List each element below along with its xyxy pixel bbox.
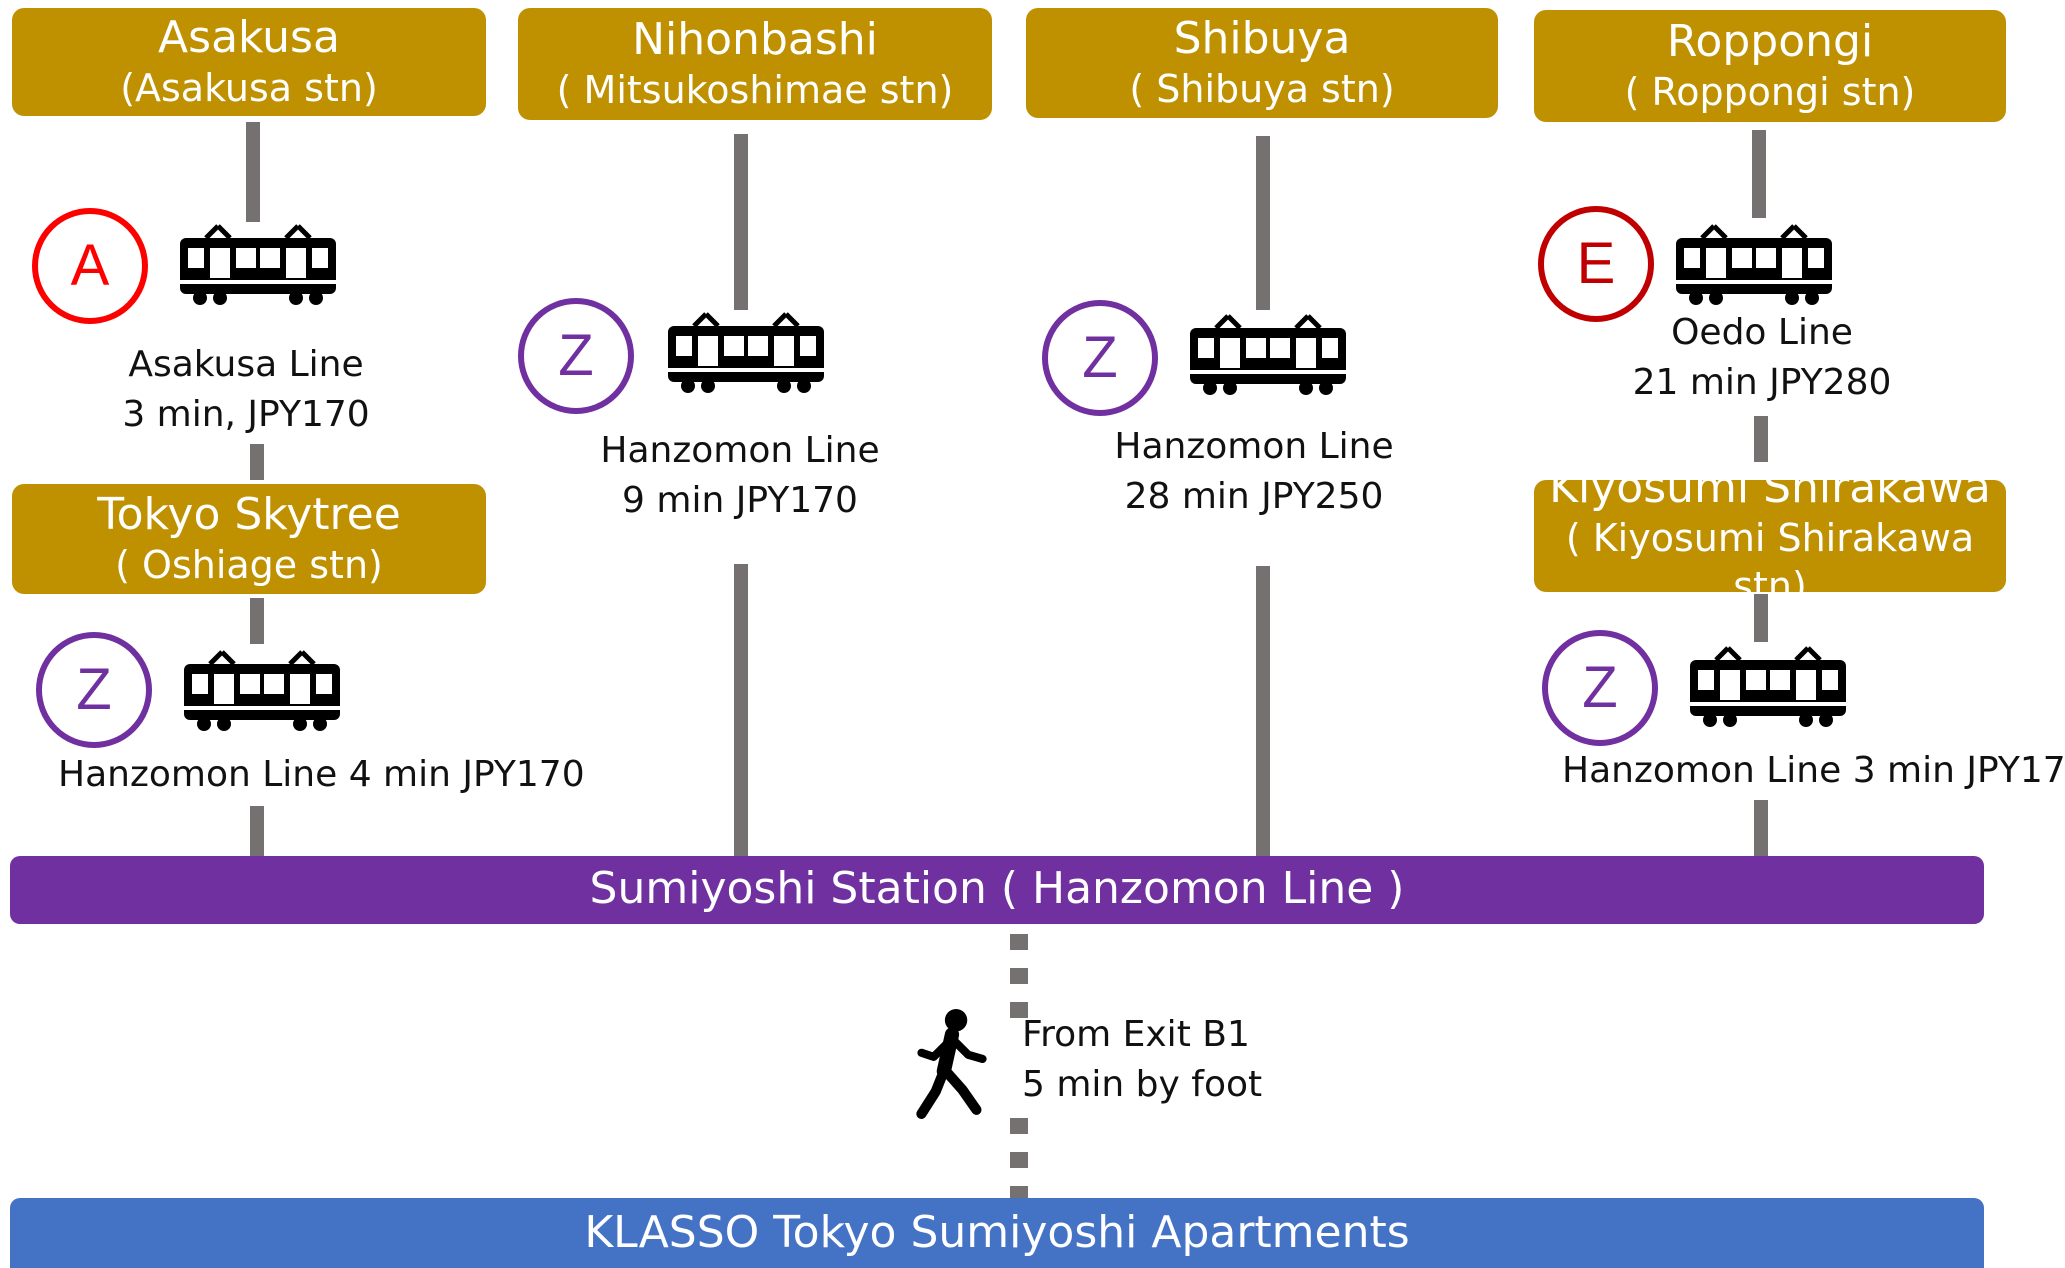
station-name: Asakusa — [158, 12, 340, 63]
station-stn: ( Roppongi stn) — [1624, 70, 1916, 114]
walk-path-dash — [1010, 968, 1028, 984]
station-box-tokyo-skytree: Tokyo Skytree ( Oshiage stn) — [12, 484, 486, 594]
walk-duration: 5 min by foot — [1022, 1064, 1263, 1105]
connector-line — [250, 598, 264, 644]
walking-person-icon — [916, 1009, 987, 1119]
hanzomon-line-badge: Z — [518, 298, 634, 414]
line-time-fare: 28 min JPY250 — [1124, 476, 1384, 517]
station-box-shibuya: Shibuya ( Shibuya stn) — [1026, 8, 1498, 118]
station-box-nihonbashi: Nihonbashi ( Mitsukoshimae stn) — [518, 8, 992, 120]
connector-line — [1752, 130, 1766, 218]
line-name: Hanzomon Line — [1114, 426, 1394, 467]
connector-line — [250, 444, 264, 480]
station-stn: ( Shibuya stn) — [1129, 67, 1395, 111]
connector-line — [734, 564, 748, 856]
hanzomon-line-badge: Z — [1542, 630, 1658, 746]
connector-line — [734, 134, 748, 310]
train-icon — [182, 644, 342, 734]
station-name: Roppongi — [1666, 16, 1874, 67]
station-name: Nihonbashi — [632, 14, 878, 65]
hub-label: Sumiyoshi Station ( Hanzomon Line ) — [589, 863, 1405, 914]
station-stn: ( Oshiage stn) — [115, 543, 383, 587]
walk-path-dash — [1010, 1118, 1028, 1134]
line-name: Asakusa Line — [128, 344, 364, 385]
nihonbashi-hanzomon-label: Hanzomon Line 9 min JPY170 — [590, 426, 890, 526]
train-icon — [1188, 308, 1348, 398]
train-icon — [666, 306, 826, 396]
connector-line — [1754, 594, 1768, 642]
station-stn: (Asakusa stn) — [120, 66, 378, 110]
line-time-fare: 9 min JPY170 — [622, 480, 858, 521]
kiyosumi-hanzomon-label: Hanzomon Line 3 min JPY170 — [1562, 750, 2065, 791]
connector-line — [1754, 416, 1768, 462]
sumiyoshi-station-bar: Sumiyoshi Station ( Hanzomon Line ) — [10, 856, 1984, 924]
walk-exit: From Exit B1 — [1022, 1014, 1250, 1055]
station-name: Tokyo Skytree — [97, 489, 401, 540]
oedo-line-label: Oedo Line 21 min JPY280 — [1602, 308, 1922, 408]
station-box-roppongi: Roppongi ( Roppongi stn) — [1534, 10, 2006, 122]
station-name: Shibuya — [1173, 13, 1351, 64]
hanzomon-line-badge: Z — [1042, 300, 1158, 416]
walk-instructions: From Exit B1 5 min by foot — [1022, 1010, 1262, 1110]
destination-label: KLASSO Tokyo Sumiyoshi Apartments — [584, 1207, 1410, 1258]
destination-bar: KLASSO Tokyo Sumiyoshi Apartments — [10, 1198, 1984, 1268]
hanzomon-line-badge: Z — [36, 632, 152, 748]
connector-line — [246, 122, 260, 222]
connector-line — [1256, 566, 1270, 856]
connector-line — [1754, 800, 1768, 856]
station-box-asakusa: Asakusa (Asakusa stn) — [12, 8, 486, 116]
line-name: Hanzomon Line — [600, 430, 880, 471]
asakusa-line-label: Asakusa Line 3 min, JPY170 — [86, 340, 406, 440]
oedo-line-badge: E — [1538, 206, 1654, 322]
shibuya-hanzomon-label: Hanzomon Line 28 min JPY250 — [1104, 422, 1404, 522]
station-stn: ( Kiyosumi Shirakawa stn) — [1565, 516, 1975, 608]
train-icon — [1674, 218, 1834, 308]
station-name: Kiyosumi Shirakawa — [1549, 462, 1991, 513]
walk-path-dash — [1010, 1152, 1028, 1168]
station-stn: ( Mitsukoshimae stn) — [556, 68, 954, 112]
line-time-fare: 21 min JPY280 — [1632, 362, 1892, 403]
asakusa-line-badge: A — [32, 208, 148, 324]
walk-path-dash — [1010, 1002, 1028, 1018]
connector-line — [1256, 136, 1270, 310]
train-icon — [178, 218, 338, 308]
walk-path-dash — [1010, 934, 1028, 950]
skytree-hanzomon-label: Hanzomon Line 4 min JPY170 — [58, 754, 585, 795]
station-box-kiyosumi-shirakawa: Kiyosumi Shirakawa ( Kiyosumi Shirakawa … — [1534, 462, 2006, 608]
connector-line — [250, 806, 264, 856]
line-name: Oedo Line — [1671, 312, 1853, 353]
line-time-fare: 3 min, JPY170 — [122, 394, 370, 435]
train-icon — [1688, 640, 1848, 730]
